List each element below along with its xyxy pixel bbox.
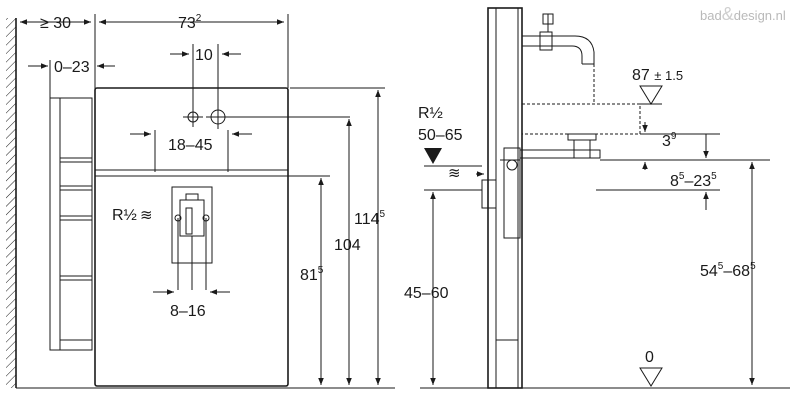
inlet-height-dim: 45–60 xyxy=(404,285,449,302)
spout-height-dim: 87 ± 1.5 xyxy=(632,67,683,84)
side-module-shelf xyxy=(59,97,93,351)
side-water-waves-icon: ≋ xyxy=(448,165,461,182)
basin-outline xyxy=(522,103,641,135)
supply-range-dim: 50–65 xyxy=(418,127,463,144)
supply-label: R½ xyxy=(112,207,137,224)
trap-range-dim: 8–16 xyxy=(170,303,206,320)
floor-height-dim: 545–685 xyxy=(700,261,756,280)
total-height-dim: 1145 xyxy=(354,209,386,228)
frame-offset-dim: 0–23 xyxy=(54,59,90,76)
height-104-dim: 104 xyxy=(334,237,361,254)
water-waves-icon: ≋ xyxy=(140,207,153,224)
width-dim: 732 xyxy=(178,13,202,32)
wall-gap-dim: ≥ 30 xyxy=(40,15,71,32)
trap-height-dim: 85–235 xyxy=(670,171,717,190)
spout xyxy=(522,35,595,65)
supply-level-marker xyxy=(424,148,442,164)
valve-spacing-dim: 10 xyxy=(195,47,213,64)
front-view: ≥ 30 732 0–23 10 xyxy=(6,13,395,389)
drop-dim: 39 xyxy=(662,131,677,150)
watermark: bad&design.nl xyxy=(700,4,786,24)
level-marker-spout xyxy=(639,85,663,105)
floor-level-label: 0 xyxy=(645,349,654,366)
floor-level-marker xyxy=(639,367,663,387)
side-view: 87 ± 1.5 39 85–235 R½ 50–65 ≋ 45–60 545–… xyxy=(404,7,790,389)
washbasin-cabinet xyxy=(94,87,289,387)
trap-pipe xyxy=(520,149,601,159)
drill-range-dim: 18–45 xyxy=(168,137,213,154)
height-81-dim: 815 xyxy=(300,265,324,284)
inlet-box xyxy=(481,179,497,209)
side-supply-label: R½ xyxy=(418,105,443,122)
side-module-front xyxy=(49,97,61,351)
svg-text:bad&design.nl: bad&design.nl xyxy=(700,4,786,24)
wall-hatch xyxy=(6,18,16,388)
mounting-frame-side xyxy=(487,7,523,389)
